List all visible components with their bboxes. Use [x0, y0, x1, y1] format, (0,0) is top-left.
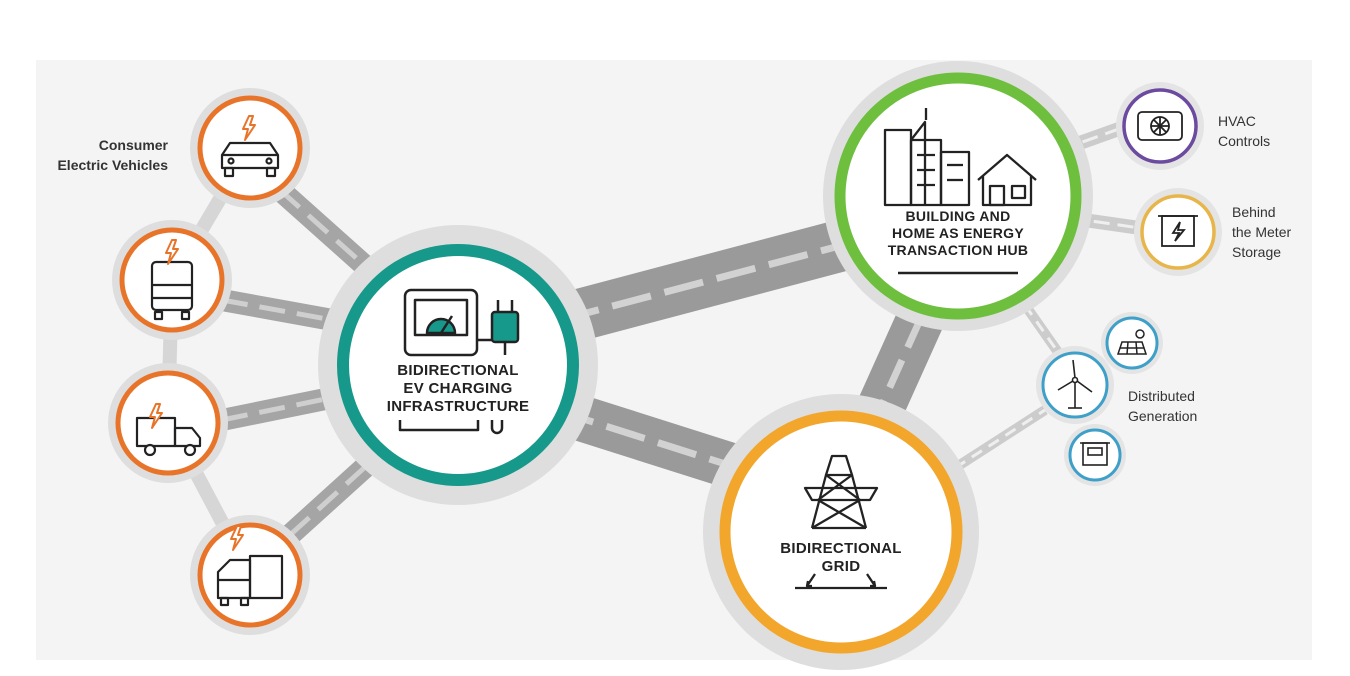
solar-panel-icon [1116, 329, 1148, 355]
transmission-tower-icon [795, 454, 887, 590]
vehicle-node-car [190, 88, 310, 208]
label-line: HVAC [1218, 113, 1256, 129]
label-line: Controls [1218, 133, 1271, 149]
label-line: Behind [1232, 204, 1276, 220]
generator-node [1064, 424, 1126, 486]
building-hub-title-line: HOME AS ENERGY [891, 225, 1025, 241]
solar-node [1101, 312, 1163, 374]
charging-hub-title-line: BIDIRECTIONAL [397, 362, 519, 379]
storage-node [1134, 188, 1222, 276]
electric-bus-icon [150, 238, 194, 321]
building-hub-title-line: TRANSACTION HUB [887, 242, 1029, 258]
vehicle-chain-connector [160, 144, 257, 579]
building-hub-title-line: BUILDING AND [905, 208, 1011, 224]
building-hub-title: BUILDING AND HOME AS ENERGY TRANSACTION … [865, 208, 1051, 259]
charging-hub-title: BIDIRECTIONAL EV CHARGING INFRASTRUCTURE [368, 362, 548, 416]
grid-hub-title-line: GRID [821, 558, 861, 575]
wind-node [1036, 346, 1114, 424]
grid-hub-node [703, 394, 979, 670]
hvac-node [1116, 82, 1204, 170]
hvac-controls-label: HVAC Controls [1218, 111, 1328, 151]
label-line: Electric Vehicles [57, 157, 168, 173]
label-line: Storage [1232, 244, 1282, 260]
vehicle-node-bus [112, 220, 232, 340]
wind-turbine-icon [1057, 359, 1093, 409]
label-line: Generation [1128, 408, 1198, 424]
electric-semi-truck-icon [216, 524, 284, 607]
behind-meter-storage-label: Behind the Meter Storage [1232, 202, 1342, 262]
vehicle-node-semi-truck [190, 515, 310, 635]
label-line: Consumer [98, 137, 168, 153]
grid-hub-title-line: BIDIRECTIONAL [780, 540, 902, 557]
consumer-electric-vehicles-label: Consumer Electric Vehicles [20, 135, 168, 175]
electric-delivery-truck-icon [135, 402, 202, 457]
vehicle-node-delivery-truck [108, 363, 228, 483]
label-line: the Meter [1232, 224, 1292, 240]
distributed-generation-label: Distributed Generation [1128, 386, 1258, 426]
battery-storage-icon [1158, 215, 1198, 247]
generator-icon [1080, 442, 1110, 466]
charging-hub-node [318, 225, 598, 505]
label-line: Distributed [1128, 388, 1195, 404]
building-hub-node [823, 61, 1093, 331]
buildings-and-house-icon [883, 108, 1037, 207]
charging-hub-title-line: INFRASTRUCTURE [386, 398, 530, 415]
grid-hub-title: BIDIRECTIONAL GRID [766, 540, 916, 576]
charging-hub-title-line: EV CHARGING [403, 380, 513, 397]
electric-car-icon [220, 114, 280, 178]
ev-charger-icon [398, 288, 520, 435]
hvac-fan-icon [1137, 111, 1183, 141]
